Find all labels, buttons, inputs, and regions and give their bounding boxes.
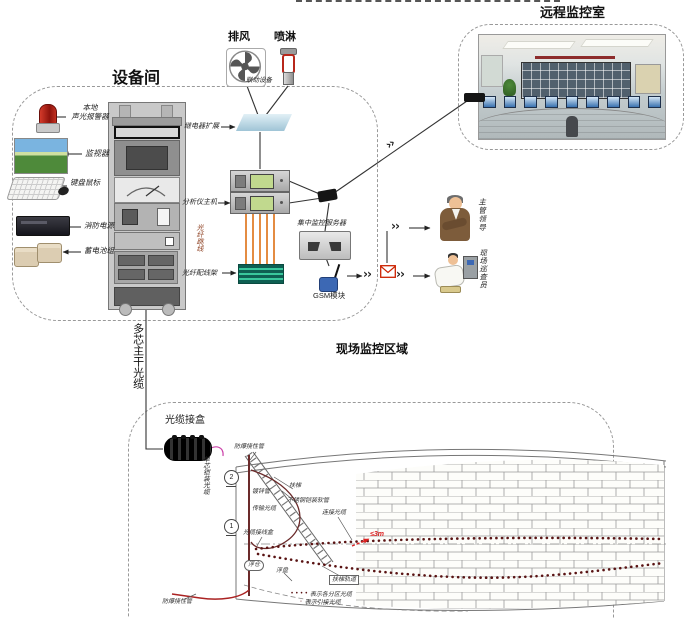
flex-tube-top-label: 防爆挠性管 (234, 444, 265, 450)
fire-power-label: 消防电源 (84, 221, 114, 230)
monitor-row (483, 96, 662, 108)
connect-cable-label: 连接光缆 (322, 510, 347, 516)
circled-number-1: 1 (224, 519, 239, 534)
chevrons: ›› (396, 267, 405, 281)
monitor-label: 监视器 (85, 149, 109, 158)
chair-icon (566, 116, 578, 137)
ladder-label: 扶梯 (289, 483, 302, 489)
battery-icon (14, 247, 39, 267)
gsm-module-icon (317, 264, 343, 292)
equipment-rack (108, 102, 186, 316)
inspector-label: 现场巡查员 (478, 249, 488, 289)
battery-icon (37, 243, 62, 263)
sound-light-alarm-icon (36, 104, 60, 133)
fiber-jumper-label: 光纤跳线 (196, 224, 204, 252)
video-wall (521, 62, 631, 99)
junction-box-label: 光缆接盒 (165, 415, 205, 426)
cable-joint-box-label: 光缆接线盒 (243, 530, 274, 536)
sprinkler-icon (279, 48, 297, 85)
alarm-label: 本地 声光报警器 (71, 103, 109, 121)
flex-tube-bottom-label: 防爆挠性管 (162, 599, 193, 605)
linkage-devices-label: 联动设备 (246, 77, 272, 84)
sprinkler-label: 喷淋 (274, 31, 296, 43)
dotted-marker: • • • • (291, 590, 308, 597)
gsm-module-label: GSM模块 (313, 291, 346, 300)
analyzer-unit-icon (230, 192, 290, 214)
steel-tube-label: 不锈钢铠装软管 (287, 498, 330, 504)
plant-icon (503, 79, 516, 96)
server-label: 集中监控服务器 (297, 220, 346, 227)
remote-room-title: 远程监控室 (540, 5, 606, 20)
ladder-track-label: 扶梯轨道 (329, 575, 360, 585)
transmission-cable-label: 传输光缆 (252, 506, 277, 512)
tick (226, 535, 236, 536)
relay-expander-label: 继电器扩展 (184, 123, 219, 130)
equipment-room-title: 设备间 (112, 70, 161, 87)
battery-label: 蓄电池组 (84, 246, 114, 255)
fiber-patch-panel-icon (238, 264, 284, 284)
keyboard-icon (6, 177, 66, 200)
legend-row-2: ◦ 表示引接光缆 (300, 598, 341, 607)
top-cut-dashes (296, 0, 560, 2)
supervisor-person (437, 195, 473, 244)
central-server-icon (299, 231, 351, 260)
analyzer-unit-icon (230, 170, 290, 192)
remote-room-box (458, 24, 684, 150)
chevrons: ›› (391, 219, 400, 233)
exhaust-fan-icon (226, 48, 266, 87)
circle-marker: ◦ (300, 598, 303, 605)
galvanized-pipe-label: 镀锌管 (252, 489, 271, 495)
float-tank-label: 浮仓 (244, 560, 265, 571)
wireless-router-icon (464, 93, 485, 102)
fan-label: 排风 (228, 31, 250, 43)
wireless-chevrons: ›› (382, 135, 398, 153)
sms-envelope-icon (380, 265, 396, 283)
single-core-cable-label: 单芯铠装光缆 (201, 456, 209, 495)
cable-junction-box-icon (164, 435, 212, 461)
inspector-person (432, 251, 480, 297)
trunk-cable-label: 多芯主干光缆 (131, 323, 144, 389)
float-plate-label: 浮盘 (276, 568, 289, 574)
equipment-room-box (12, 86, 378, 321)
patch-panel-label: 光纤配线架 (182, 270, 217, 277)
site-area-title: 现场监控区域 (336, 342, 409, 356)
analyzer-host-label: 分析仪主机 (182, 199, 217, 206)
monitor-screen-icon (14, 138, 68, 174)
control-room-photo (478, 34, 666, 140)
circled-number-2: 2 (224, 470, 239, 485)
chevrons: ›› (363, 267, 372, 281)
tick (226, 486, 236, 487)
supervisor-label: 主管领导 (477, 198, 487, 232)
distance-label: ≤3m (370, 531, 384, 538)
relay-expander-icon (236, 114, 292, 131)
fire-power-icon (16, 216, 70, 236)
keyboard-mouse-label: 键盘鼠标 (70, 178, 100, 187)
